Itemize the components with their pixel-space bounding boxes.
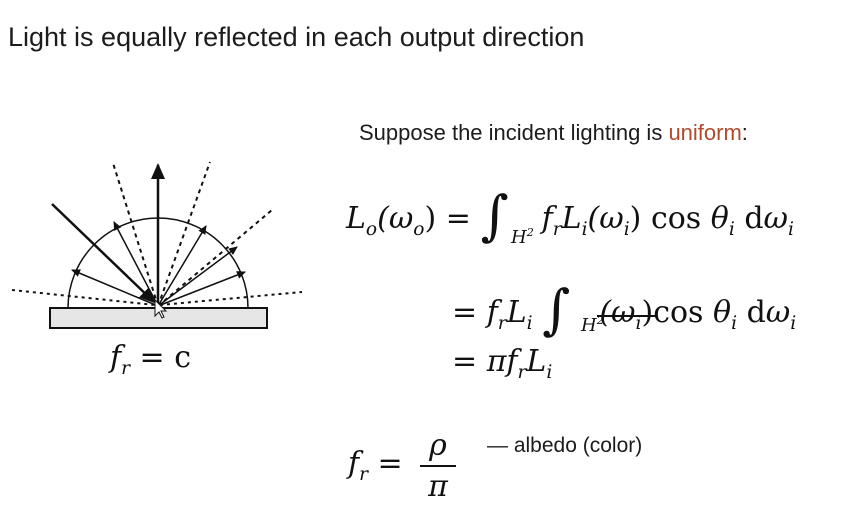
albedo-note: — albedo (color) bbox=[487, 434, 643, 457]
integral-sign: ∫ bbox=[480, 184, 509, 247]
slide-title: Light is equally reflected in each outpu… bbox=[8, 22, 585, 52]
albedo-lhs: fr = bbox=[348, 446, 403, 485]
horizon-line-right bbox=[159, 291, 303, 306]
albedo-denominator: π bbox=[428, 469, 448, 504]
rendering-equation-line-1: Lo(ωo) = ∫ frLi(ωi) cos θi dωi bbox=[346, 184, 794, 247]
dotted-ray bbox=[157, 209, 273, 307]
cursor-arrow-icon bbox=[154, 298, 168, 319]
integral-domain-1: H2 bbox=[511, 226, 534, 248]
highlight-uniform: uniform bbox=[668, 120, 742, 145]
rendering-equation-line-2: = frLi ∫ (ωi)cos θi dωi bbox=[452, 278, 797, 341]
rendering-equation-line-3: = πfrLi bbox=[452, 344, 553, 383]
reflected-ray bbox=[157, 271, 246, 307]
struck-incident-term: (ωi) bbox=[597, 295, 656, 334]
dotted-ray bbox=[112, 162, 159, 307]
albedo-numerator: ρ bbox=[429, 428, 447, 463]
integral-domain-2: H2 bbox=[581, 314, 604, 336]
reflected-ray bbox=[71, 269, 159, 307]
reflected-ray bbox=[157, 225, 207, 307]
reflected-ray bbox=[157, 246, 238, 307]
integral-sign: ∫ bbox=[542, 278, 571, 341]
horizon-line-left bbox=[11, 289, 156, 306]
albedo-fraction: ρ π bbox=[420, 428, 456, 504]
uniform-lighting-statement: Suppose the incident lighting is uniform… bbox=[359, 120, 748, 145]
brdf-constant-label: fr = c bbox=[110, 340, 192, 379]
incident-ray bbox=[51, 203, 156, 304]
dotted-ray bbox=[157, 161, 211, 307]
